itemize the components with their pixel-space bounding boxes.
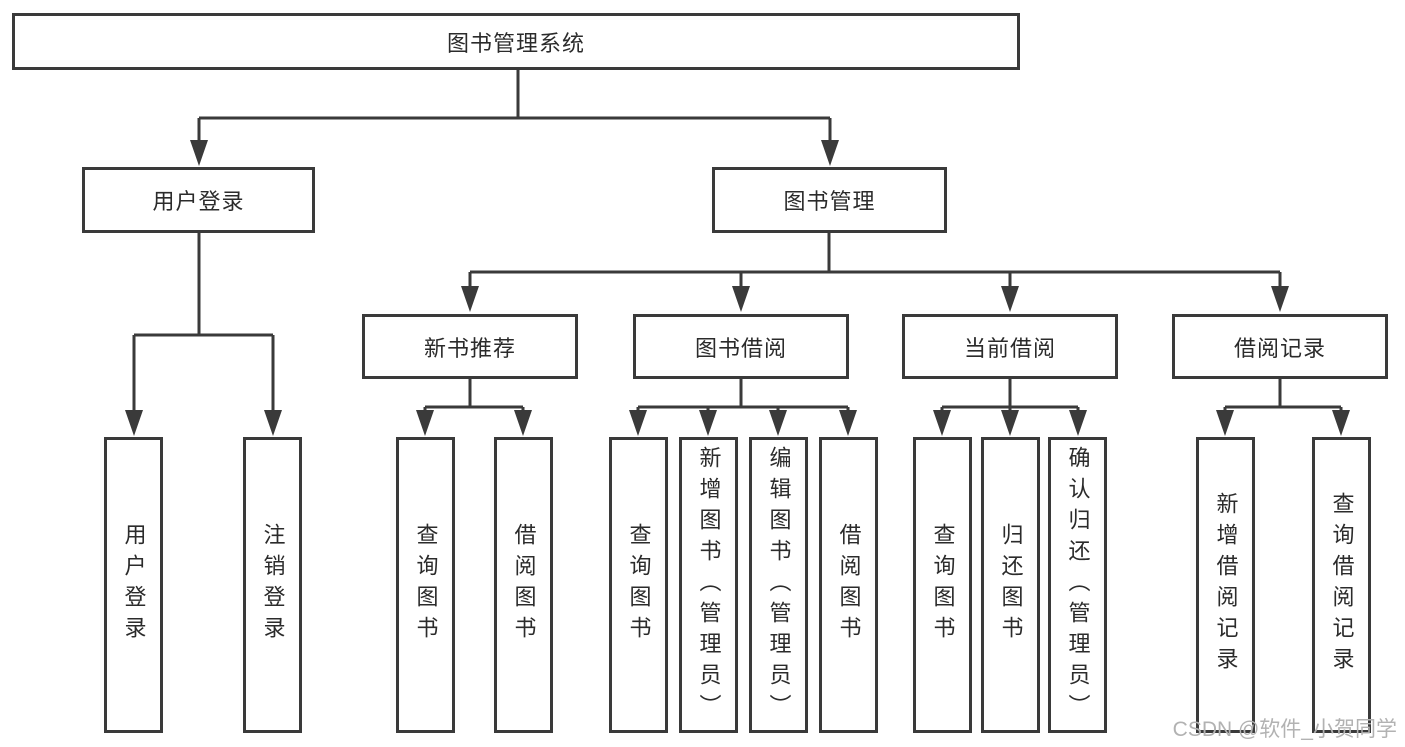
leaf-query-borrow-record: 查询借阅记录 <box>1312 437 1371 733</box>
node-book-management-label: 图书管理 <box>783 189 876 214</box>
leaf-add-borrow-record-label: 新增借阅记录 <box>1213 492 1239 678</box>
leaf-logout: 注销登录 <box>243 437 302 733</box>
leaf-borrow-book-2: 借阅图书 <box>819 437 878 733</box>
node-borrow-records: 借阅记录 <box>1172 314 1388 379</box>
leaf-borrow-book-1: 借阅图书 <box>494 437 553 733</box>
node-new-book-recommend: 新书推荐 <box>362 314 578 379</box>
leaf-return-book-label: 归还图书 <box>998 523 1024 647</box>
leaf-confirm-return-admin-label: 确认归还（管理员） <box>1065 445 1091 725</box>
leaf-edit-book-admin: 编辑图书（管理员） <box>749 437 808 733</box>
arrowhead-icon <box>125 140 1350 436</box>
leaf-query-book-3-label: 查询图书 <box>930 523 956 647</box>
node-book-borrow-label: 图书借阅 <box>694 335 787 361</box>
node-borrow-records-label: 借阅记录 <box>1233 335 1326 361</box>
node-root-label: 图书管理系统 <box>446 30 585 56</box>
node-current-borrow-label: 当前借阅 <box>963 335 1056 361</box>
leaf-query-book-2-label: 查询图书 <box>626 523 652 647</box>
leaf-borrow-book-1-label: 借阅图书 <box>511 523 537 647</box>
leaf-query-book-3: 查询图书 <box>913 437 972 733</box>
leaf-query-borrow-record-label: 查询借阅记录 <box>1329 492 1355 678</box>
leaf-add-book-admin-label: 新增图书（管理员） <box>696 445 722 725</box>
leaf-return-book: 归还图书 <box>981 437 1040 733</box>
node-user-login-label: 用户登录 <box>152 189 245 214</box>
leaf-edit-book-admin-label: 编辑图书（管理员） <box>766 445 792 725</box>
node-current-borrow: 当前借阅 <box>902 314 1118 379</box>
leaf-user-login-label: 用户登录 <box>121 523 147 647</box>
node-book-management: 图书管理 <box>712 167 947 233</box>
leaf-borrow-book-2-label: 借阅图书 <box>836 523 862 647</box>
node-new-book-recommend-label: 新书推荐 <box>423 335 516 361</box>
leaf-add-book-admin: 新增图书（管理员） <box>679 437 738 733</box>
node-user-login: 用户登录 <box>82 167 315 233</box>
node-book-borrow: 图书借阅 <box>633 314 849 379</box>
csdn-watermark: CSDN @软件_小贺同学 <box>1172 718 1397 741</box>
node-root: 图书管理系统 <box>12 13 1020 70</box>
leaf-query-book-2: 查询图书 <box>609 437 668 733</box>
leaf-add-borrow-record: 新增借阅记录 <box>1196 437 1255 733</box>
leaf-logout-label: 注销登录 <box>260 523 286 647</box>
leaf-confirm-return-admin: 确认归还（管理员） <box>1048 437 1107 733</box>
leaf-query-book-1-label: 查询图书 <box>413 523 439 647</box>
leaf-user-login: 用户登录 <box>104 437 163 733</box>
leaf-query-book-1: 查询图书 <box>396 437 455 733</box>
